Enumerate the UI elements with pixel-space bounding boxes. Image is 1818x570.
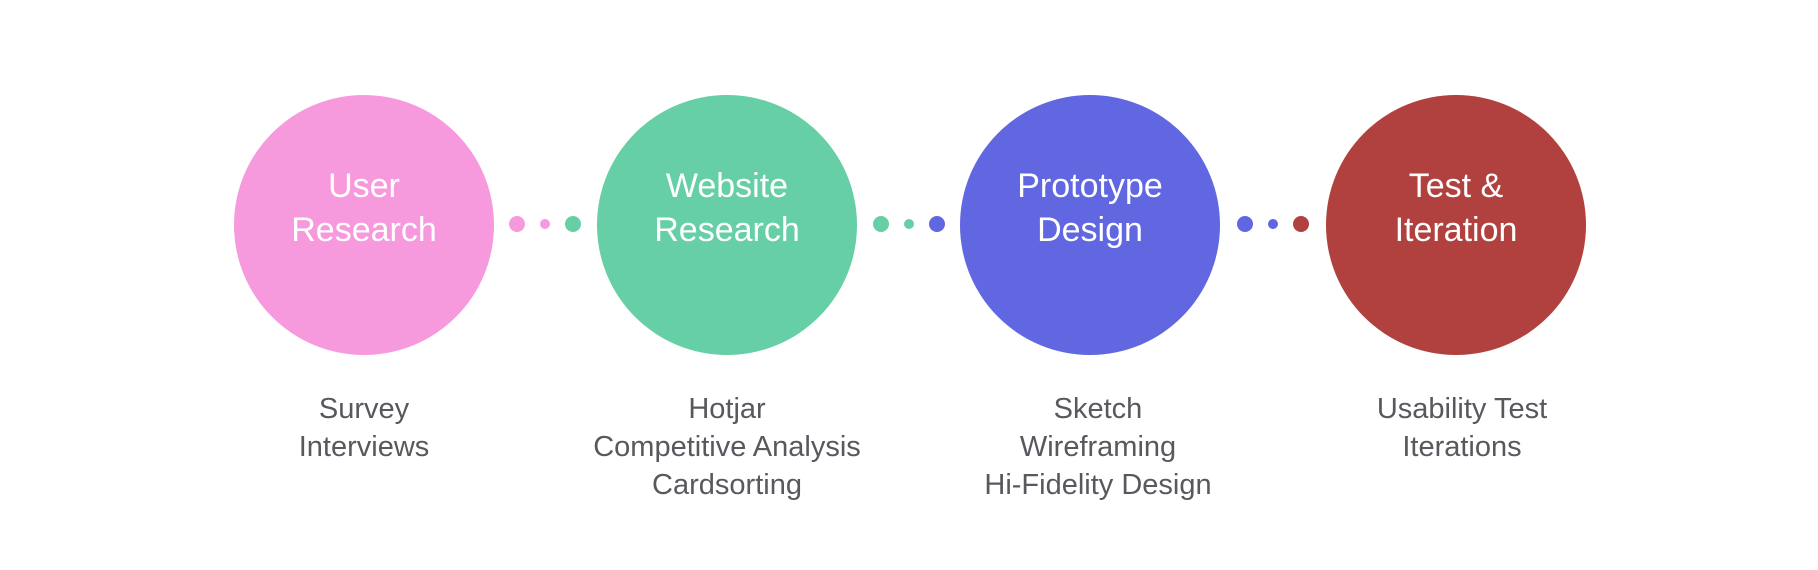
step-items-test-iteration: Usability Test Iterations [1282, 390, 1642, 466]
connector-dot [565, 216, 581, 232]
step-title: Test & Iteration [1394, 167, 1518, 249]
step-item: Competitive Analysis [593, 431, 861, 463]
step-item: Iterations [1402, 431, 1522, 463]
step-item: Sketch [1053, 393, 1143, 425]
step-item: Survey [318, 393, 410, 425]
step-circle-test-iteration: Test & Iteration [1326, 95, 1586, 355]
connector-dot [1237, 216, 1253, 232]
connector-dot [929, 216, 945, 232]
step-title: Website Research [654, 167, 800, 249]
step-title: Prototype Design [1017, 167, 1163, 249]
step-item: Cardsorting [652, 469, 802, 501]
connector-dot [509, 216, 525, 232]
connector-dot [904, 219, 914, 229]
step-circle-user-research: User Research [234, 95, 494, 355]
step-item: Hi-Fidelity Design [984, 469, 1212, 501]
step-circle-prototype-design: Prototype Design [960, 95, 1220, 355]
connector-dot [540, 219, 550, 229]
step-item: Wireframing [1019, 431, 1177, 463]
connector-dot [873, 216, 889, 232]
step-items-website-research: Hotjar Competitive Analysis Cardsorting [547, 390, 907, 504]
step-circle-website-research: Website Research [597, 95, 857, 355]
step-items-user-research: Survey Interviews [184, 390, 544, 466]
step-item: Interviews [298, 431, 430, 463]
step-item: Hotjar [688, 393, 766, 425]
step-items-prototype-design: Sketch Wireframing Hi-Fidelity Design [918, 390, 1278, 504]
connector-dot [1268, 219, 1278, 229]
connector-dot [1293, 216, 1309, 232]
step-item: Usability Test [1376, 393, 1548, 425]
step-title: User Research [291, 167, 437, 249]
